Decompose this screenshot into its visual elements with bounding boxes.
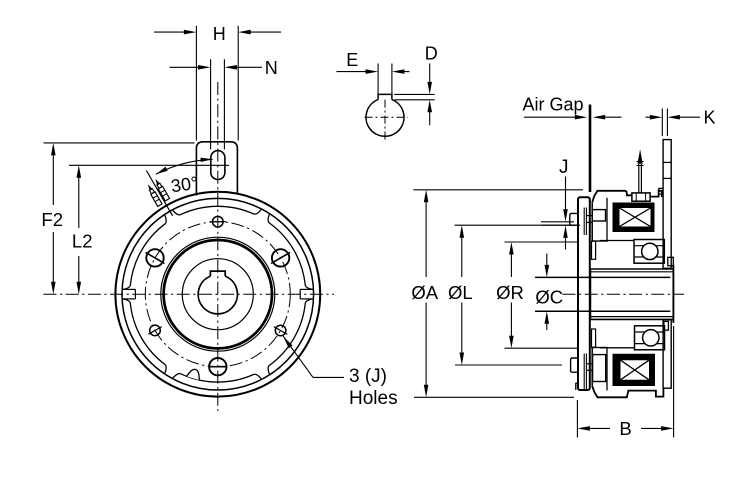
svg-text:30°: 30° (170, 173, 200, 197)
svg-text:B: B (619, 418, 631, 439)
svg-text:ØL: ØL (448, 282, 473, 303)
svg-text:ØC: ØC (535, 286, 563, 307)
svg-text:ØA: ØA (411, 282, 438, 303)
svg-text:L2: L2 (72, 231, 93, 252)
svg-text:3 (J): 3 (J) (349, 366, 387, 387)
svg-text:E: E (346, 50, 358, 70)
svg-text:ØR: ØR (496, 282, 524, 303)
svg-text:Holes: Holes (349, 388, 398, 409)
svg-text:F2: F2 (41, 209, 63, 230)
svg-text:J: J (559, 157, 569, 178)
svg-text:D: D (425, 43, 438, 63)
svg-text:H: H (213, 24, 226, 44)
svg-text:K: K (703, 108, 715, 128)
svg-text:Air Gap: Air Gap (522, 95, 583, 115)
svg-text:N: N (265, 58, 278, 78)
